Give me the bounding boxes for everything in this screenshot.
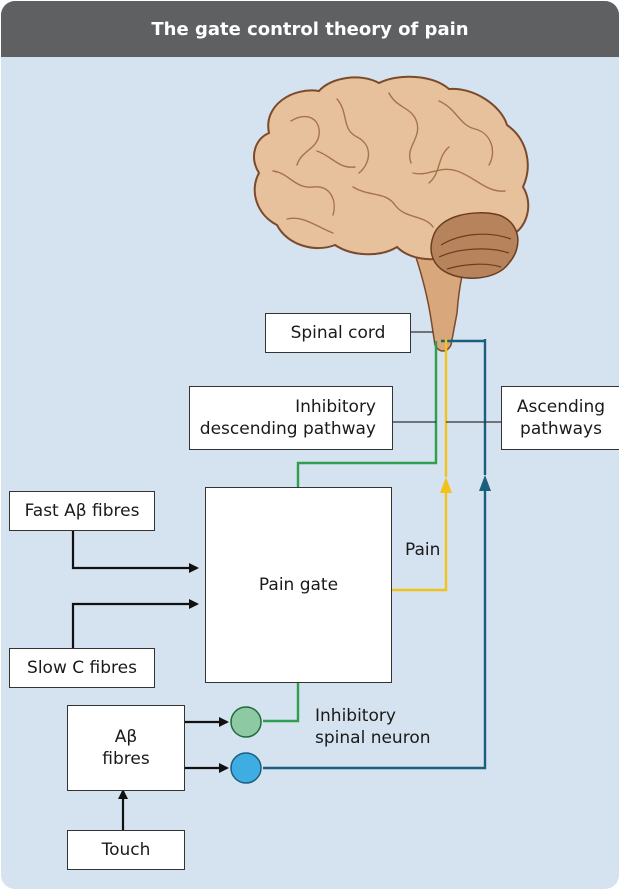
inhibitory-neuron-label-line1: Inhibitory <box>315 705 431 727</box>
ab-fibres-label-line1: Aβ <box>115 726 137 748</box>
fast-fibres-box: Fast Aβ fibres <box>9 491 155 531</box>
touch-label: Touch <box>102 839 151 861</box>
pain-label: Pain <box>405 539 440 561</box>
ab-fibres-box: Aβ fibres <box>67 705 185 791</box>
pain-arrowhead <box>440 477 452 493</box>
spinal-cord-box: Spinal cord <box>265 313 411 353</box>
ascending-pathways-box: Ascending pathways <box>501 386 619 450</box>
ascending-arrowhead <box>479 475 491 491</box>
brain-icon <box>254 77 528 351</box>
spinal-cord-label: Spinal cord <box>291 322 386 344</box>
touch-box: Touch <box>67 830 185 870</box>
slow-fibres-label: Slow C fibres <box>27 657 137 679</box>
slow-fibres-arrow <box>73 604 197 648</box>
inhibitory-neuron-link <box>263 683 298 721</box>
fast-fibres-arrow <box>73 531 197 568</box>
ab-fibres-label-line2: fibres <box>102 748 149 770</box>
inhibitory-neuron-circle <box>231 707 261 737</box>
ascending-label-line2: pathways <box>520 418 602 440</box>
inhibitory-descending-label-line2: descending pathway <box>200 418 376 440</box>
inhibitory-neuron-label-line2: spinal neuron <box>315 727 431 749</box>
projection-neuron-circle <box>231 753 261 783</box>
fast-fibres-label: Fast Aβ fibres <box>25 500 140 522</box>
inhibitory-descending-label-line1: Inhibitory <box>295 396 376 418</box>
pain-gate-box: Pain gate <box>205 487 392 683</box>
pain-gate-label: Pain gate <box>259 574 338 596</box>
ascending-label-line1: Ascending <box>517 396 605 418</box>
slow-fibres-box: Slow C fibres <box>9 648 155 688</box>
inhibitory-neuron-label: Inhibitory spinal neuron <box>315 705 431 749</box>
inhibitory-descending-box: Inhibitory descending pathway <box>189 386 393 450</box>
